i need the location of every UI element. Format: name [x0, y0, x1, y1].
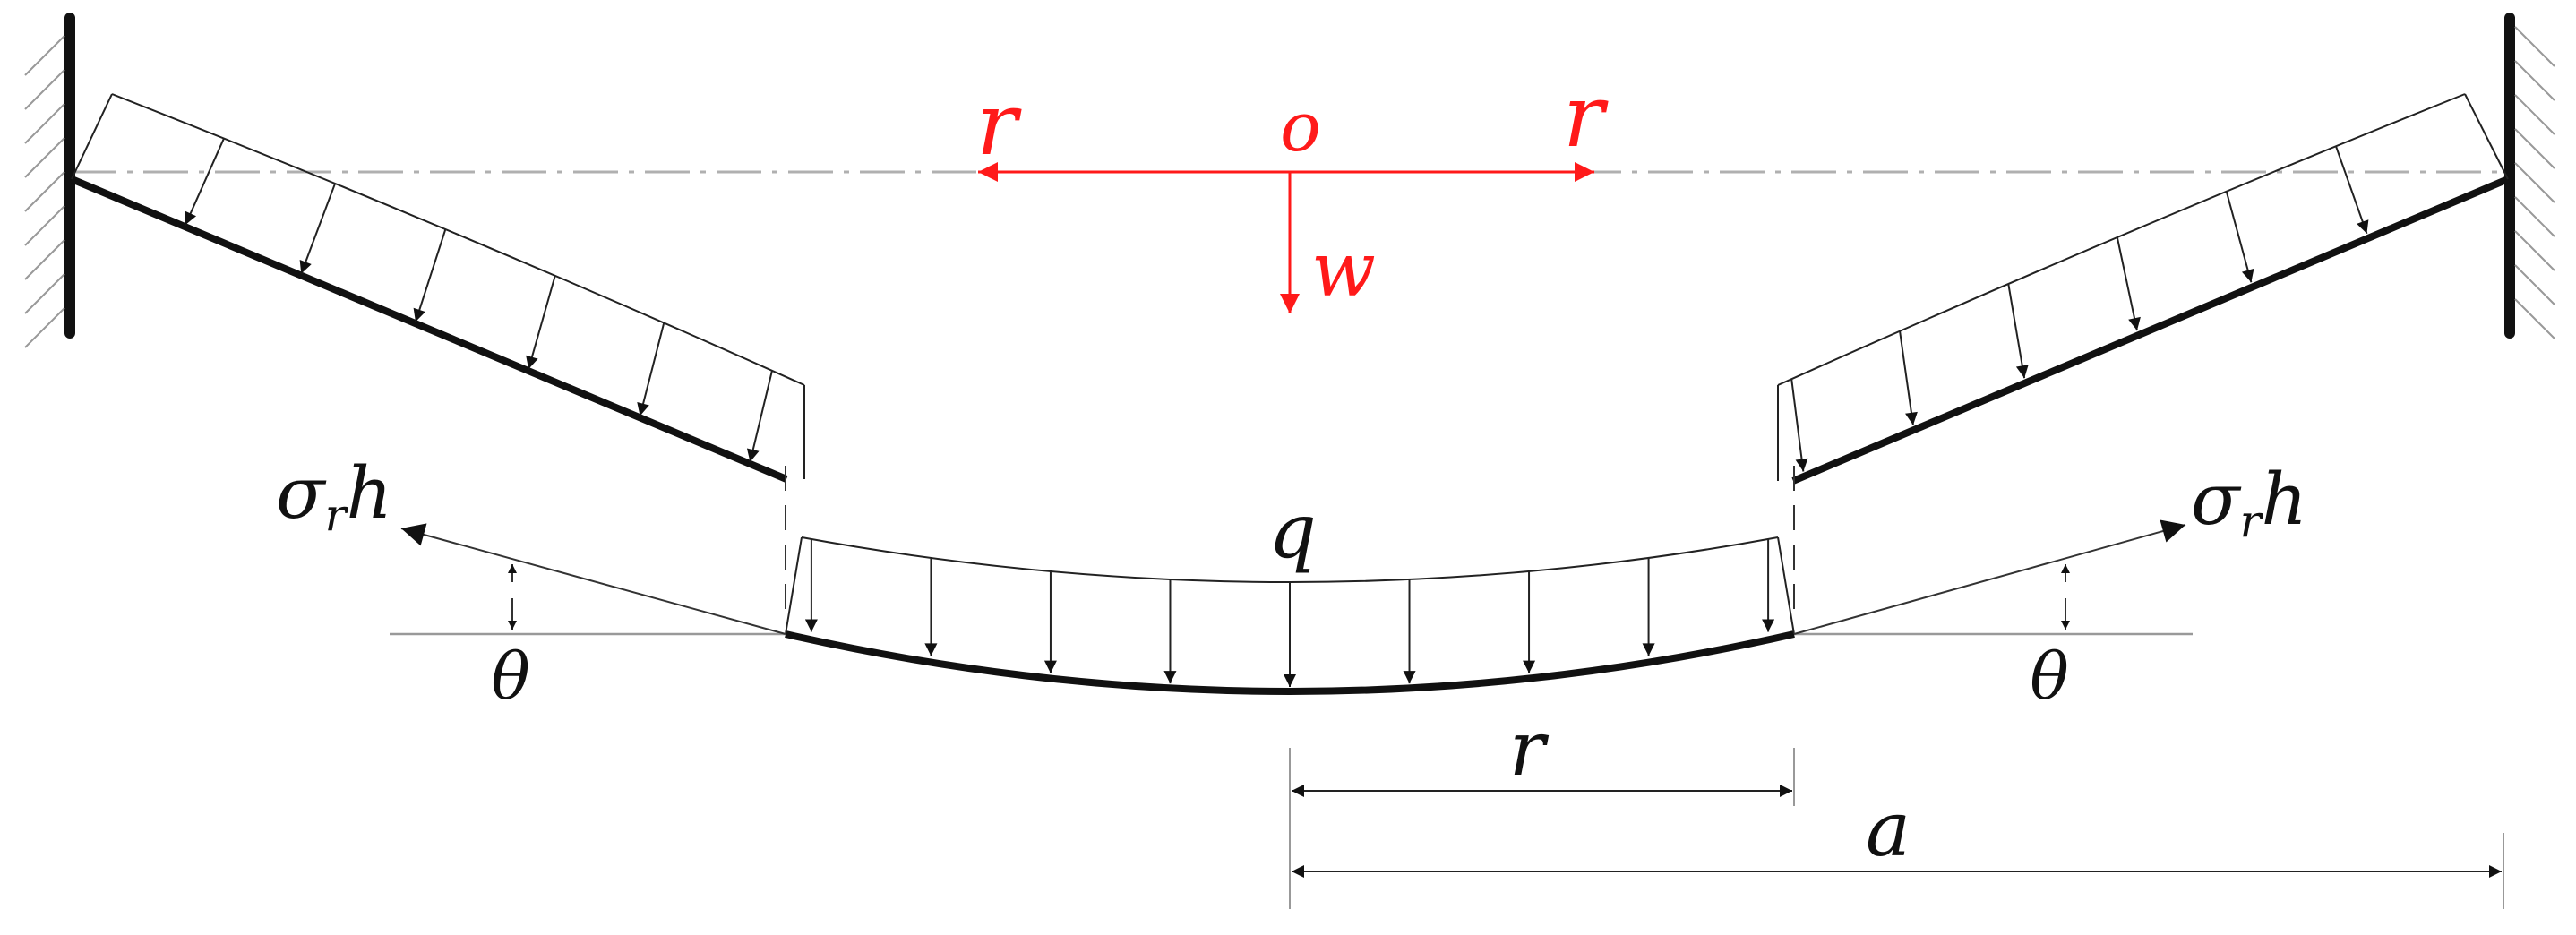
load-arrow — [299, 183, 337, 274]
hatch-line — [24, 273, 65, 314]
hatch-line — [2514, 60, 2555, 101]
load-arrow — [746, 370, 773, 462]
label-deflection: w — [1311, 226, 1376, 313]
hatch-line — [24, 171, 65, 212]
hatch-line — [24, 205, 65, 246]
load-arrow — [2335, 145, 2369, 235]
hatch-line — [2514, 26, 2555, 67]
label-radial-right: r — [1563, 66, 1609, 167]
load-arrow — [526, 275, 556, 370]
hatch-line — [2514, 196, 2555, 237]
label-origin: o — [1280, 87, 1321, 167]
hatch-line — [24, 239, 65, 280]
left-clamped-support — [24, 13, 75, 348]
stress-arrow-right — [1793, 519, 2186, 635]
load-arrow — [185, 138, 225, 226]
label-load-q: q — [1268, 487, 1317, 575]
hatch-line — [2514, 162, 2555, 203]
label-stress-right: σrh — [2191, 458, 2307, 547]
load-arrow — [637, 322, 665, 416]
load-arrow — [1790, 379, 1808, 472]
hatch-line — [24, 137, 65, 178]
coordinate-axes — [978, 162, 1594, 313]
label-dimension-r: r — [1509, 705, 1550, 793]
load-arrow — [2007, 283, 2029, 379]
hatch-line — [24, 307, 65, 348]
right-outer-segment — [1777, 93, 2510, 485]
load-arrow — [2225, 191, 2254, 283]
right-clamped-support — [2504, 13, 2555, 339]
label-stress-left: σrh — [276, 451, 392, 541]
left-outer-segment — [70, 93, 805, 483]
load-arrow — [413, 228, 447, 322]
hatch-line — [2514, 298, 2555, 339]
hatch-line — [2514, 264, 2555, 305]
dimension-a — [1292, 833, 2504, 909]
label-angle-left: θ — [491, 639, 529, 714]
hatch-line — [24, 103, 65, 144]
label-angle-right: θ — [2030, 639, 2068, 714]
load-arrow — [2116, 236, 2141, 331]
label-dimension-a: a — [1866, 785, 1911, 873]
label-radial-left: r — [976, 74, 1022, 175]
hatch-line — [24, 35, 65, 76]
hatch-line — [2514, 128, 2555, 169]
load-arrow — [1899, 330, 1918, 425]
hatch-line — [2514, 230, 2555, 271]
central-segment — [785, 536, 1795, 695]
stress-arrow-left — [400, 523, 786, 635]
hatch-line — [24, 69, 65, 110]
hatch-line — [2514, 94, 2555, 135]
dimension-r — [1289, 748, 1795, 909]
